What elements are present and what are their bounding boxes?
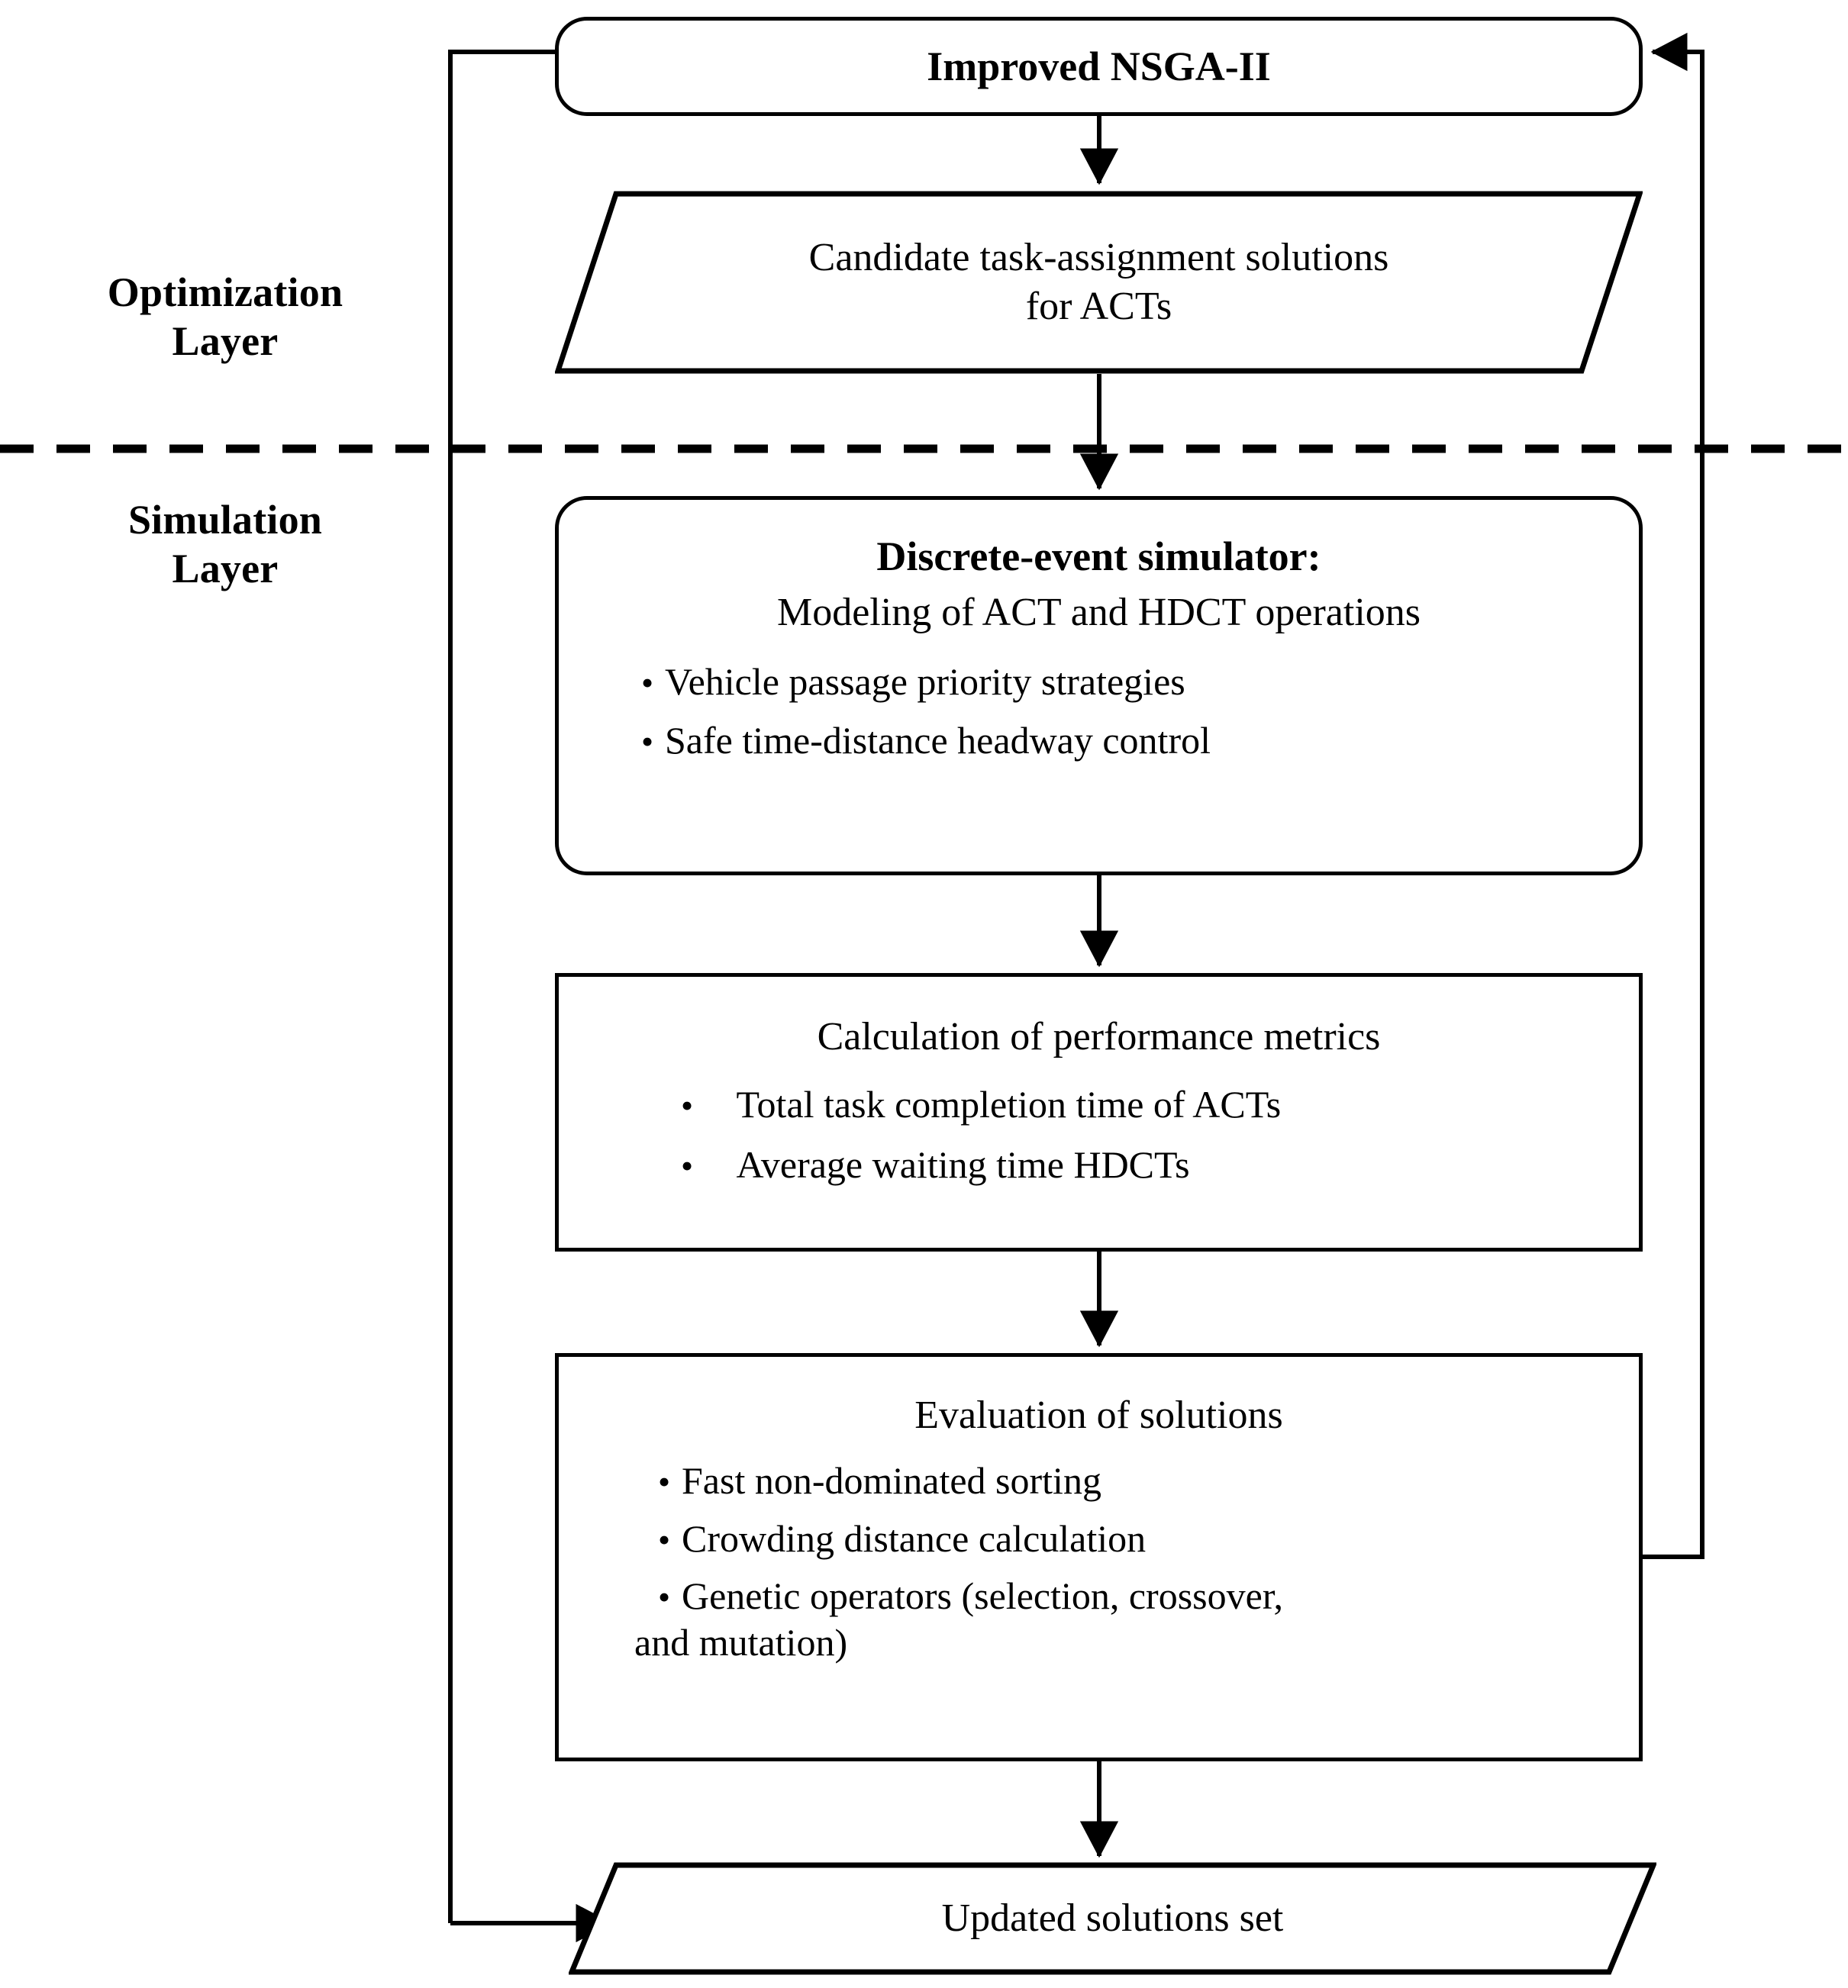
list-item: Safe time-distance headway control bbox=[641, 717, 1608, 765]
evaluation-title: Evaluation of solutions bbox=[914, 1394, 1283, 1437]
parallelogram-shape-candidate bbox=[555, 191, 1643, 374]
updated-label: Updated solutions set bbox=[941, 1896, 1284, 1940]
bullet-dot-icon bbox=[641, 658, 665, 706]
list-item: Fast non-dominated sorting bbox=[658, 1457, 1608, 1505]
node-candidate-solutions[interactable]: Candidate task-assignment solutions for … bbox=[555, 191, 1643, 374]
node-evaluation-of-solutions[interactable]: Evaluation of solutions Fast non-dominat… bbox=[555, 1353, 1643, 1761]
bullet-dot-icon bbox=[658, 1573, 682, 1619]
list-item: Crowding distance calculation bbox=[658, 1515, 1608, 1563]
metrics-title: Calculation of performance metrics bbox=[817, 1015, 1381, 1058]
node-candidate-solutions-text: Candidate task-assignment solutions for … bbox=[555, 191, 1643, 374]
node-improved-nsga2-label: Improved NSGA-II bbox=[927, 43, 1271, 89]
evaluation-bullet-list: Fast non-dominated sorting Crowding dist… bbox=[634, 1447, 1608, 1676]
bullet-dot-icon bbox=[681, 1081, 737, 1129]
list-item: Vehicle passage priority strategies bbox=[641, 658, 1608, 706]
candidate-line-1: Candidate task-assignment solutions bbox=[808, 235, 1389, 279]
node-performance-metrics[interactable]: Calculation of performance metrics Total… bbox=[555, 973, 1643, 1252]
bullet-dot-icon bbox=[658, 1515, 682, 1563]
metrics-bullet-list: Total task completion time of ACTs Avera… bbox=[681, 1068, 1608, 1201]
bullet-dot-icon bbox=[641, 717, 665, 765]
bullet-dot-icon bbox=[658, 1457, 682, 1505]
wire-evaluation-feedback-to-nsga bbox=[1643, 32, 1704, 1559]
evaluation-bullet-1: Fast non-dominated sorting bbox=[682, 1459, 1101, 1503]
list-item: Total task completion time of ACTs bbox=[681, 1081, 1608, 1129]
simulator-subtitle: Modeling of ACT and HDCT operations bbox=[776, 590, 1421, 634]
metrics-bullet-2: Average waiting time HDCTs bbox=[736, 1143, 1190, 1187]
evaluation-bullet-3: Genetic operators (selection, crossover, bbox=[682, 1574, 1283, 1618]
evaluation-bullet-2: Crowding distance calculation bbox=[682, 1517, 1147, 1561]
optimization-layer-label: Optimization Layer bbox=[107, 269, 343, 364]
wire-updated-feedback-to-nsga bbox=[448, 50, 555, 1923]
list-item: Genetic operators (selection, crossover,… bbox=[634, 1573, 1608, 1666]
simulator-bullet-1: Vehicle passage priority strategies bbox=[665, 660, 1185, 704]
node-discrete-event-simulator[interactable]: Discrete-event simulator: Modeling of AC… bbox=[555, 496, 1643, 875]
parallelogram-shape-updated bbox=[569, 1862, 1656, 1975]
candidate-line-2: for ACTs bbox=[1025, 285, 1172, 328]
evaluation-bullet-3-continuation: and mutation) bbox=[634, 1621, 848, 1664]
node-updated-solutions-set-text: Updated solutions set bbox=[569, 1862, 1656, 1975]
simulation-layer-label: Simulation Layer bbox=[127, 497, 323, 591]
node-improved-nsga2[interactable]: Improved NSGA-II bbox=[555, 17, 1643, 116]
simulator-bullet-list: Vehicle passage priority strategies Safe… bbox=[641, 647, 1608, 775]
list-item: Average waiting time HDCTs bbox=[681, 1141, 1608, 1189]
metrics-bullet-1: Total task completion time of ACTs bbox=[736, 1083, 1282, 1126]
bullet-dot-icon bbox=[681, 1141, 737, 1189]
simulator-bullet-2: Safe time-distance headway control bbox=[665, 719, 1211, 762]
simulator-title: Discrete-event simulator: bbox=[876, 533, 1321, 579]
node-updated-solutions-set[interactable]: Updated solutions set bbox=[569, 1862, 1656, 1975]
